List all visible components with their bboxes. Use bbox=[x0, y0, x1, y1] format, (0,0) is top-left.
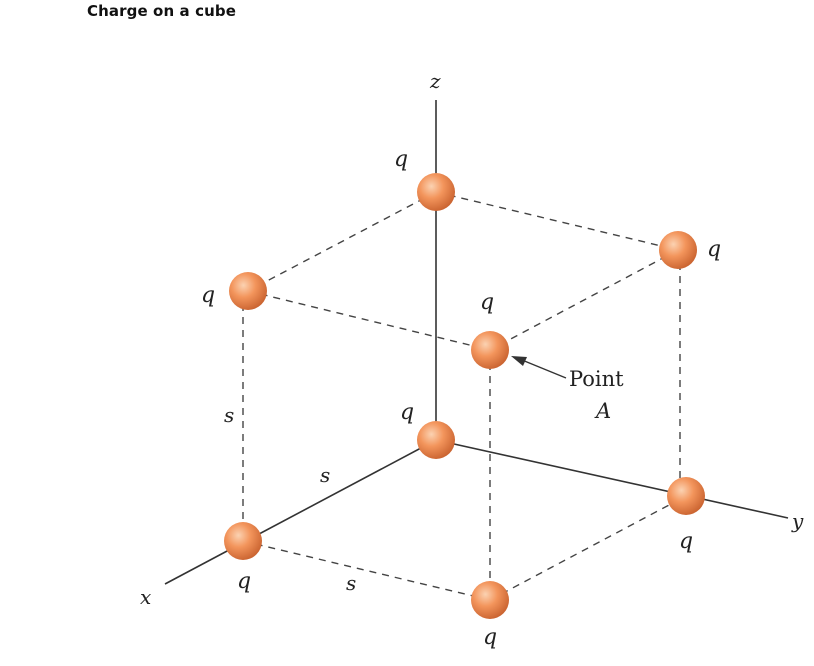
charge-sphere bbox=[224, 522, 262, 560]
charge-label: q bbox=[201, 283, 215, 308]
edge-top-right bbox=[489, 249, 679, 351]
point-a-arrow bbox=[511, 356, 567, 379]
edge-top-front bbox=[247, 290, 491, 351]
point-label-letter: A bbox=[594, 399, 611, 423]
charge-label: q bbox=[707, 237, 721, 262]
y-axis-label: y bbox=[791, 509, 804, 533]
charge-sphere bbox=[659, 231, 697, 269]
x-axis-label: x bbox=[140, 585, 151, 609]
edge-top-back bbox=[435, 191, 679, 251]
charge-label: q bbox=[237, 569, 251, 594]
charge-sphere bbox=[229, 272, 267, 310]
charge-sphere bbox=[667, 477, 705, 515]
y-axis bbox=[435, 439, 789, 519]
x-axis bbox=[164, 439, 437, 585]
charge-sphere-point-a bbox=[471, 331, 509, 369]
charge-sphere bbox=[417, 173, 455, 211]
charge-sphere bbox=[417, 421, 455, 459]
charges bbox=[224, 173, 705, 619]
side-length-label: s bbox=[346, 571, 356, 595]
side-length-label: s bbox=[224, 403, 234, 427]
z-axis-label: z bbox=[429, 69, 441, 93]
charge-label: q bbox=[480, 290, 494, 315]
edge-bottom-right bbox=[489, 495, 687, 601]
edge-top-left bbox=[247, 191, 437, 292]
charge-label: q bbox=[394, 147, 408, 172]
charge-label: q bbox=[483, 625, 497, 650]
side-length-label: s bbox=[320, 463, 330, 487]
charge-label: q bbox=[679, 529, 693, 554]
charge-label: q bbox=[400, 400, 414, 425]
page-title: Charge on a cube bbox=[87, 2, 236, 20]
cube-edges bbox=[242, 191, 687, 601]
charge-sphere bbox=[471, 581, 509, 619]
edge-bottom-front bbox=[242, 540, 491, 601]
point-label-word: Point bbox=[569, 367, 624, 391]
